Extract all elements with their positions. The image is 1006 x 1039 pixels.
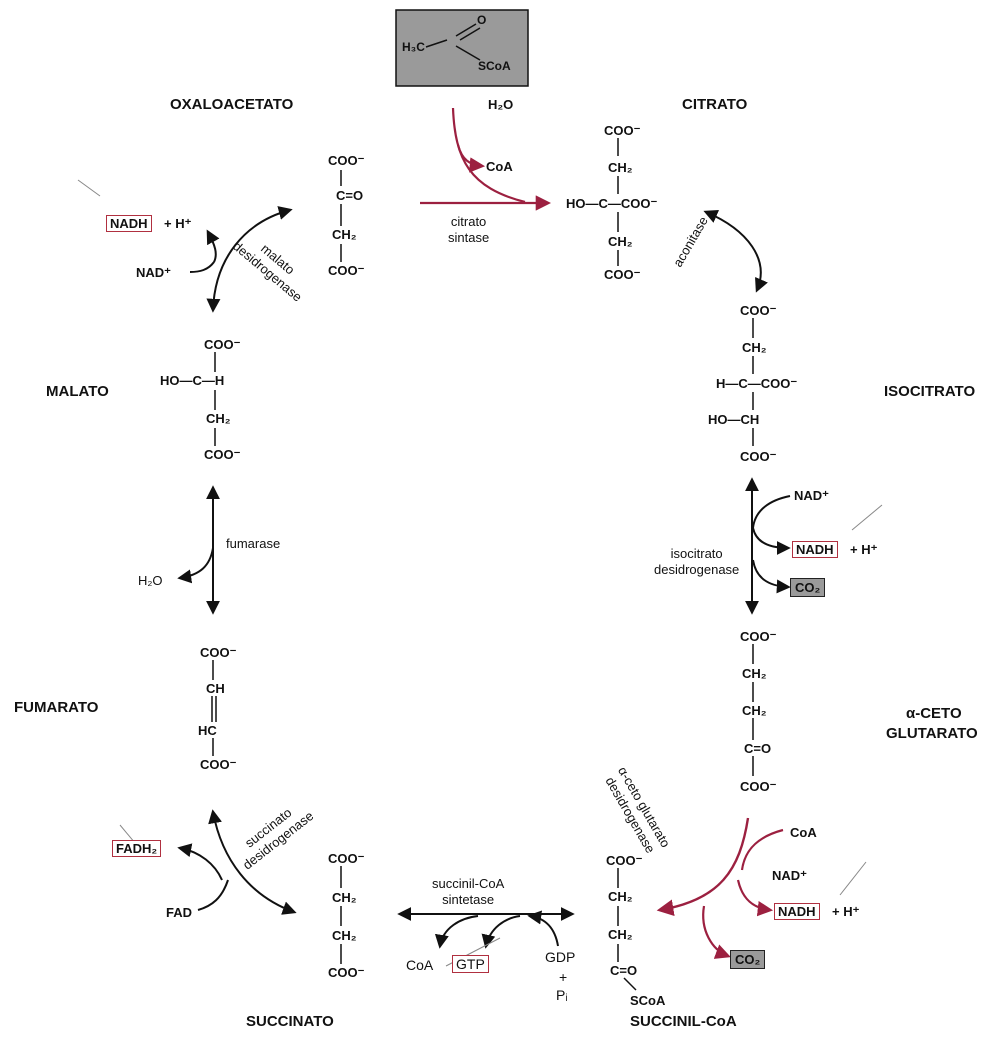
- oxa-1: COO⁻: [328, 153, 365, 168]
- suc-2: CH₂: [332, 890, 357, 905]
- succinate-dh-arrow: [208, 809, 297, 915]
- enzyme-succinil-sintetase: succinil-CoA sintetase: [432, 876, 505, 907]
- cof-coa-akg: CoA: [790, 825, 817, 840]
- iso-3: H—C—COO⁻: [716, 376, 798, 391]
- cof-plus: +: [559, 969, 568, 985]
- cof-gtp: GTP: [452, 955, 489, 973]
- cit-5: COO⁻: [604, 267, 641, 282]
- label-succinato: SUCCINATO: [246, 1013, 334, 1030]
- cof-nad-mal: NAD⁺: [136, 265, 172, 280]
- cof-nadh-akg: NADH: [774, 903, 820, 920]
- label-alfa-ceto-1: α-CETO: [906, 705, 962, 722]
- enzyme-fumarase: fumarase: [226, 536, 281, 551]
- malate-dh-arrow: [206, 206, 293, 313]
- label-oxaloacetato: OXALOACETATO: [170, 96, 294, 113]
- cof-coa-top: CoA: [486, 159, 513, 174]
- succ-2: CH₂: [608, 889, 633, 904]
- succ-3: CH₂: [608, 927, 633, 942]
- cof-fadh2: FADH₂: [112, 840, 162, 857]
- succ-4: C=O: [610, 963, 638, 978]
- iso-5: COO⁻: [740, 449, 777, 464]
- iso-1: COO⁻: [740, 303, 777, 318]
- cof-coa-succ: CoA: [406, 957, 434, 973]
- cof-h-mal: + H⁺: [164, 216, 192, 231]
- oxa-4: COO⁻: [328, 263, 365, 278]
- cof-nadh-iso: NADH: [792, 541, 838, 558]
- acetyl-ch3: H₃C: [402, 40, 425, 54]
- label-alfa-ceto-2: GLUTARATO: [886, 725, 978, 742]
- iso-4: HO—CH: [708, 412, 760, 427]
- akg-5: COO⁻: [740, 779, 777, 794]
- mal-1: COO⁻: [204, 337, 241, 352]
- fum-2: CH: [206, 681, 225, 696]
- cof-co2-akg: CO₂: [730, 950, 766, 969]
- suc-1: COO⁻: [328, 851, 365, 866]
- acetyl-coa-box: [395, 9, 529, 87]
- akg-4: C=O: [744, 741, 772, 756]
- suc-3: CH₂: [332, 928, 357, 943]
- label-malato: MALATO: [46, 383, 109, 400]
- oxa-2: C=O: [336, 188, 364, 203]
- cof-h-iso: + H⁺: [850, 542, 878, 557]
- label-fumarato: FUMARATO: [14, 699, 99, 716]
- fum-1: COO⁻: [200, 645, 237, 660]
- akg-1: COO⁻: [740, 629, 777, 644]
- cof-pi: Pᵢ: [556, 987, 568, 1003]
- cof-gdp: GDP: [545, 949, 576, 965]
- mal-4: COO⁻: [204, 447, 241, 462]
- cit-1: COO⁻: [604, 123, 641, 138]
- cof-co2-iso: CO₂: [790, 578, 826, 597]
- label-succinil-coa: SUCCINIL-CoA: [630, 1013, 737, 1030]
- h2o-coa-arrow: [451, 107, 526, 204]
- cof-h2o-top: H₂O: [488, 97, 514, 112]
- label-isocitrato: ISOCITRATO: [884, 383, 976, 400]
- fum-3: HC: [198, 723, 217, 738]
- enzyme-isocitrato-dh: isocitrato desidrogenase: [654, 546, 740, 577]
- cit-4: CH₂: [608, 234, 633, 249]
- akg-2: CH₂: [742, 666, 767, 681]
- cof-h-akg: + H⁺: [832, 904, 860, 919]
- cit-3: HO—C—COO⁻: [566, 196, 658, 211]
- aconitase-arrow: [703, 209, 768, 293]
- akg-3: CH₂: [742, 703, 767, 718]
- iso-2: CH₂: [742, 340, 767, 355]
- cof-fad: FAD: [166, 905, 192, 920]
- cof-h2o-fum: H₂O: [138, 573, 163, 588]
- cof-nad-akg: NAD⁺: [772, 868, 808, 883]
- oxa-3: CH₂: [332, 227, 357, 242]
- akg-dh-arrow: [656, 817, 750, 917]
- cof-nadh-mal: NADH: [106, 215, 152, 232]
- cit-2: CH₂: [608, 160, 633, 175]
- suc-4: COO⁻: [328, 965, 365, 980]
- acetyl-scoa: SCoA: [478, 59, 511, 73]
- succ-1: COO⁻: [606, 853, 643, 868]
- enzyme-citrato-sintase: citrato sintase: [448, 214, 490, 245]
- succ-5: SCoA: [630, 993, 666, 1008]
- fum-4: COO⁻: [200, 757, 237, 772]
- mal-2: HO—C—H: [160, 373, 225, 388]
- acetyl-o: O: [477, 13, 487, 27]
- mal-3: CH₂: [206, 411, 231, 426]
- cof-nad-iso: NAD⁺: [794, 488, 830, 503]
- label-citrato: CITRATO: [682, 96, 748, 113]
